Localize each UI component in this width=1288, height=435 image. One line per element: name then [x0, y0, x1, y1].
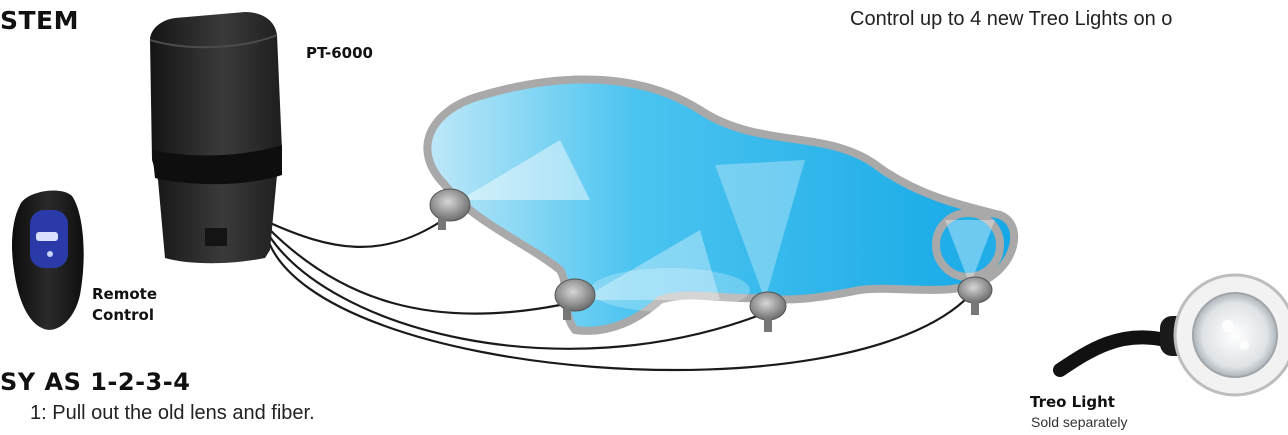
step-1-text: 1: Pull out the old lens and fiber. — [30, 402, 315, 425]
tagline-text: Control up to 4 new Treo Lights on o — [850, 8, 1172, 31]
remote-label-line2: Control — [92, 305, 157, 326]
steps-heading: SY AS 1-2-3-4 — [0, 368, 190, 396]
treo-light-product — [1060, 275, 1288, 395]
remote-control-label: Remote Control — [92, 284, 157, 326]
system-title-fragment: STEM — [0, 6, 79, 35]
pool-shape — [427, 79, 1014, 330]
treo-light-label: Treo Light — [1030, 392, 1115, 413]
treo-light-note: Sold separately — [1031, 414, 1128, 430]
pool-light-3 — [750, 292, 786, 332]
remote-label-line1: Remote — [92, 284, 157, 305]
remote-control-device — [12, 191, 84, 330]
pt-6000-controller — [150, 12, 282, 263]
pool-light-4 — [958, 277, 992, 315]
controller-label: PT-6000 — [306, 43, 373, 64]
